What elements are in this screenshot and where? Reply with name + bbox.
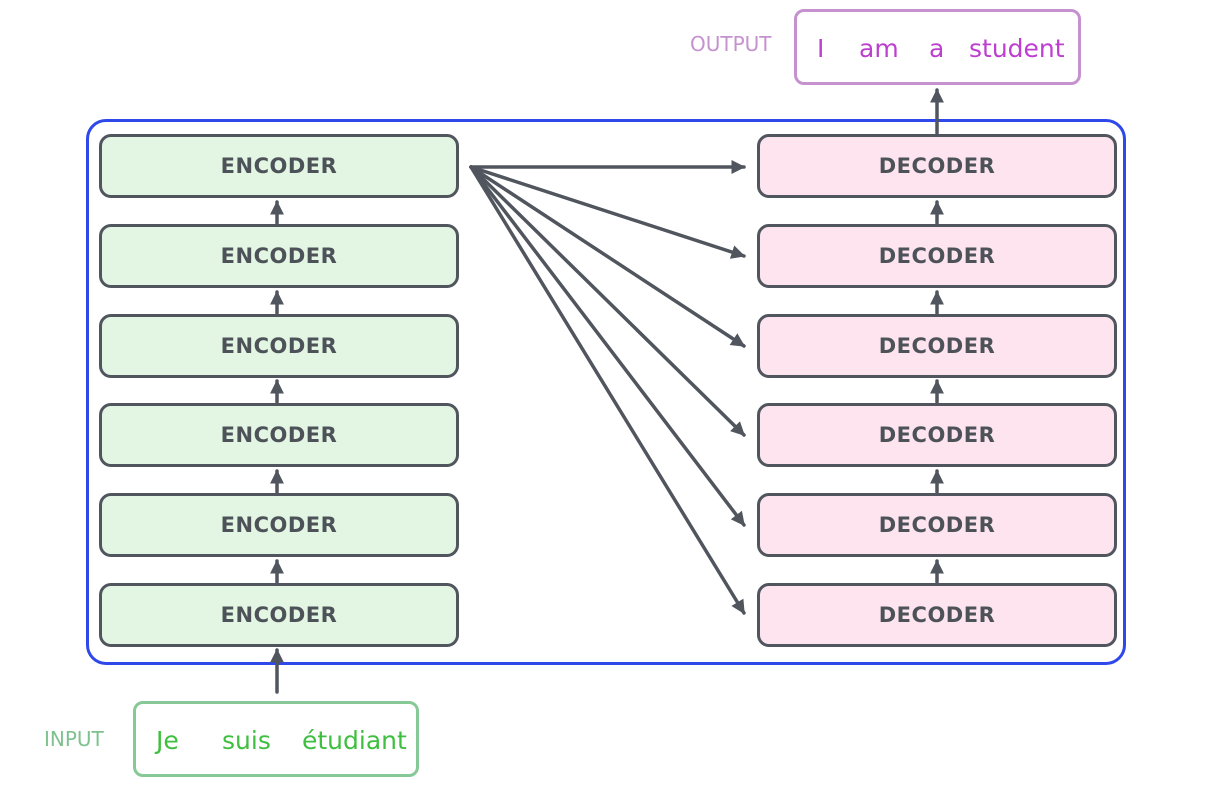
output-token: student: [969, 34, 1065, 63]
decoder-block-2: DECODER: [757, 493, 1117, 557]
encoder-decoder-stack-frame: [86, 119, 1126, 665]
encoder-block-3: ENCODER: [99, 403, 459, 467]
output-token: am: [859, 34, 899, 63]
encoder-to-decoder-arrow: [469, 165, 746, 437]
encoder-block-1: ENCODER: [99, 583, 459, 647]
output-label: OUTPUT: [690, 32, 772, 56]
encoder-to-decoder-arrow: [469, 165, 746, 348]
encoder-block-4: ENCODER: [99, 314, 459, 378]
decoder-block-4: DECODER: [757, 314, 1117, 378]
input-label: INPUT: [44, 727, 104, 751]
encoder-block-6: ENCODER: [99, 134, 459, 198]
encoder-to-decoder-arrow: [469, 165, 746, 259]
input-token: Je: [156, 726, 179, 755]
encoder-to-decoder-arrow: [469, 165, 746, 615]
output-token: I: [817, 34, 825, 63]
encoder-block-2: ENCODER: [99, 493, 459, 557]
decoder-block-3: DECODER: [757, 403, 1117, 467]
decoder-block-5: DECODER: [757, 224, 1117, 288]
encoder-block-5: ENCODER: [99, 224, 459, 288]
output-sentence-box: I am a student: [794, 9, 1081, 85]
decoder-block-1: DECODER: [757, 583, 1117, 647]
input-token: suis: [222, 726, 271, 755]
input-token: étudiant: [302, 726, 407, 755]
input-sentence-box: Je suis étudiant: [133, 701, 419, 777]
output-token: a: [929, 34, 945, 63]
decoder-block-6: DECODER: [757, 134, 1117, 198]
encoder-to-decoder-arrow: [469, 165, 746, 527]
